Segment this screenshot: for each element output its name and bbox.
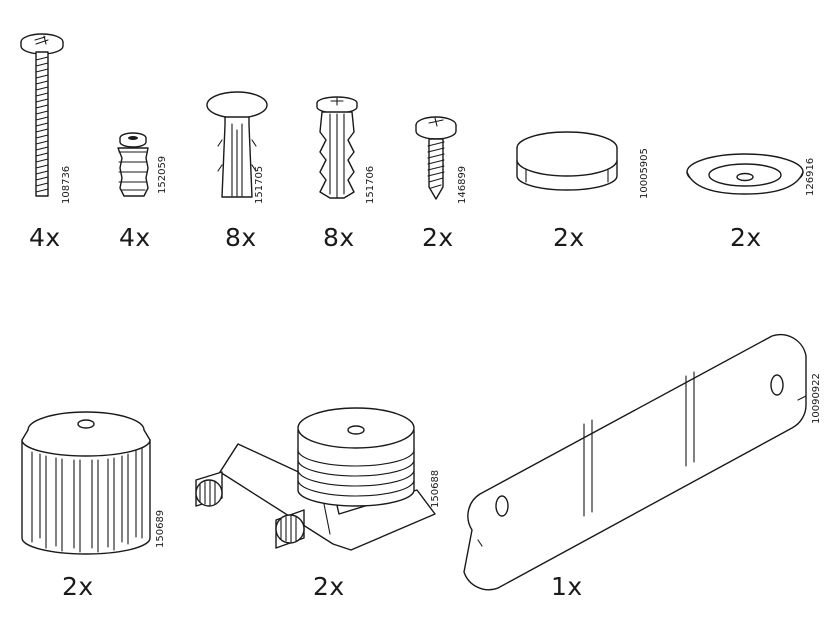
part-quantity: 4x bbox=[29, 223, 61, 252]
part-quantity: 2x bbox=[422, 223, 454, 252]
part-quantity: 1x bbox=[551, 572, 583, 601]
part-quantity: 8x bbox=[225, 223, 257, 252]
part-quantity: 4x bbox=[119, 223, 151, 252]
part-quantity: 2x bbox=[62, 572, 94, 601]
part-quantity: 8x bbox=[323, 223, 355, 252]
part-quantity: 2x bbox=[553, 223, 585, 252]
part-quantity: 2x bbox=[730, 223, 762, 252]
part-code: 10090922 bbox=[811, 373, 822, 424]
part-quantity: 2x bbox=[313, 572, 345, 601]
